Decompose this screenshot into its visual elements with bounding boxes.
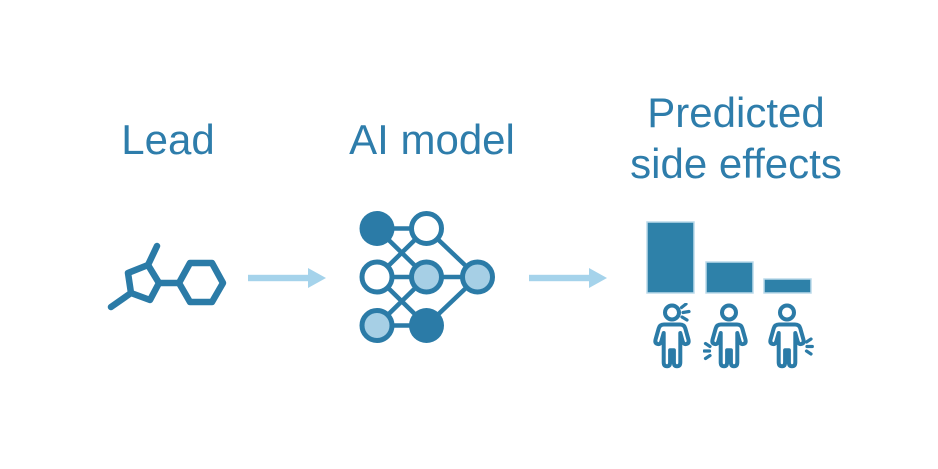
molecule-pentagon-ring [124,261,163,304]
right-arrow-icon [529,268,607,288]
molecule-lower-bond [107,289,135,311]
person-head-pain-icon [653,303,691,369]
right-arrow-icon [248,268,326,288]
person-head [720,303,738,322]
pain-marks-head [679,303,691,322]
pain-marks-hand [804,337,814,356]
nn-node-white [359,259,395,295]
arrow-shaft [248,274,310,282]
nn-node-light [409,259,444,295]
nn-node-dark [359,211,395,246]
arrow-head [589,268,607,288]
nn-node-dark [409,308,444,343]
nn-node-light [359,308,395,343]
arrow-head [308,268,326,288]
person-head [778,303,796,322]
pain-marks-abdomen [703,341,712,361]
person-body [710,322,748,369]
molecule-icon [107,242,227,311]
ai-model-label: AI model [349,116,515,163]
person-body [653,322,691,369]
predicted-label-line2: side effects [630,140,842,188]
molecule-hexagon-ring [175,259,227,306]
nn-node-light [460,259,495,295]
person-head [663,303,681,322]
lead-label: Lead [121,116,215,163]
bar-2 [705,261,754,294]
person-hand-pain-icon [768,303,814,369]
nn-node-white [409,211,444,246]
person-abdomen-pain-icon [703,303,748,369]
predicted-side-effects-label: Predicted side effects [616,87,856,189]
bar-1 [646,221,695,294]
arrow-shaft [529,274,591,282]
neural-network-icon [359,211,495,343]
predicted-label-line1: Predicted [647,89,825,136]
bar-3 [763,278,812,294]
side-effect-bar-chart [646,221,812,294]
person-body [768,322,806,369]
molecule-top-bond [144,242,161,269]
